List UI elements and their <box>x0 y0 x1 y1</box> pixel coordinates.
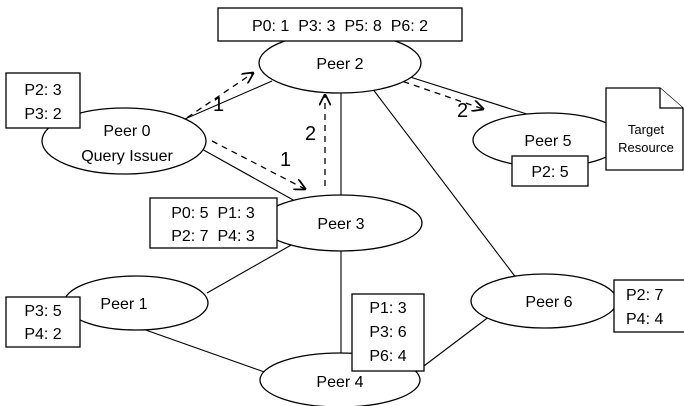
table-peer3: P0: 5 P1: 3 P2: 7 P4: 3 <box>149 197 278 249</box>
table-peer1-row: P3: 5 <box>24 303 61 320</box>
step-label-p3-p2: 2 <box>305 123 316 145</box>
peer-0: Peer 0 Query Issuer <box>41 107 207 175</box>
table-peer0-row: P2: 3 <box>24 82 61 99</box>
table-peer3-row: P0: 5 P1: 3 <box>171 205 255 222</box>
table-peer6: P2: 7 P4: 4 <box>613 279 684 333</box>
peer-5: Peer 5 <box>472 112 624 168</box>
step-label-p2-p5: 2 <box>457 100 468 122</box>
peer-0-node <box>41 107 207 175</box>
table-peer4-row: P3: 6 <box>369 324 406 341</box>
link-peer0-peer2 <box>177 80 273 123</box>
query-arrow-peer0-peer2 <box>159 73 253 137</box>
table-peer1-row: P4: 2 <box>24 326 61 343</box>
table-peer2-row: P0: 1 P3: 3 P5: 8 P6: 2 <box>252 18 428 35</box>
peer-1: Peer 1 <box>63 275 209 331</box>
network-links <box>139 76 553 379</box>
query-routes <box>159 73 483 189</box>
table-peer5: P2: 5 <box>511 155 589 187</box>
target-resource-label: Resource <box>618 140 674 155</box>
table-peer1: P3: 5 P4: 2 <box>5 296 81 348</box>
peer-3: Peer 3 <box>259 194 423 252</box>
step-label-p0-p2: 1 <box>213 94 224 116</box>
table-peer4-row: P1: 3 <box>369 300 406 317</box>
table-peer2: P0: 1 P3: 3 P5: 8 P6: 2 <box>217 7 463 42</box>
table-peer5-row: P2: 5 <box>531 164 568 181</box>
step-label-p0-p3: 1 <box>280 149 291 171</box>
link-peer1-peer4 <box>139 327 271 375</box>
peer-2: Peer 2 <box>258 32 422 94</box>
peer-6-label: Peer 6 <box>525 294 572 311</box>
peer-6: Peer 6 <box>470 273 618 329</box>
table-peer4: P1: 3 P3: 6 P6: 4 <box>351 293 425 372</box>
table-peer6-row: P4: 4 <box>626 311 663 328</box>
peer-2-label: Peer 2 <box>316 56 363 73</box>
target-resource-document: Target Resource <box>605 87 684 171</box>
peer-5-label: Peer 5 <box>524 133 571 150</box>
link-peer0-peer3 <box>199 147 296 202</box>
table-peer0: P2: 3 P3: 2 <box>5 72 81 129</box>
target-resource-label: Target <box>628 122 665 137</box>
peer-1-label: Peer 1 <box>100 296 147 313</box>
peer-0-role: Query Issuer <box>81 148 173 165</box>
table-peer6-row: P2: 7 <box>626 287 663 304</box>
table-peer3-row: P2: 7 P4: 3 <box>171 228 255 245</box>
peer-4-label: Peer 4 <box>316 374 363 391</box>
query-arrow-peer2-peer5 <box>392 77 483 109</box>
peer-0-label: Peer 0 <box>103 123 150 140</box>
link-peer2-peer6 <box>371 87 521 284</box>
link-peer3-peer1 <box>206 239 301 294</box>
table-peer0-row: P3: 2 <box>24 106 61 123</box>
peer-3-label: Peer 3 <box>317 216 364 233</box>
table-peer4-row: P6: 4 <box>369 348 406 365</box>
